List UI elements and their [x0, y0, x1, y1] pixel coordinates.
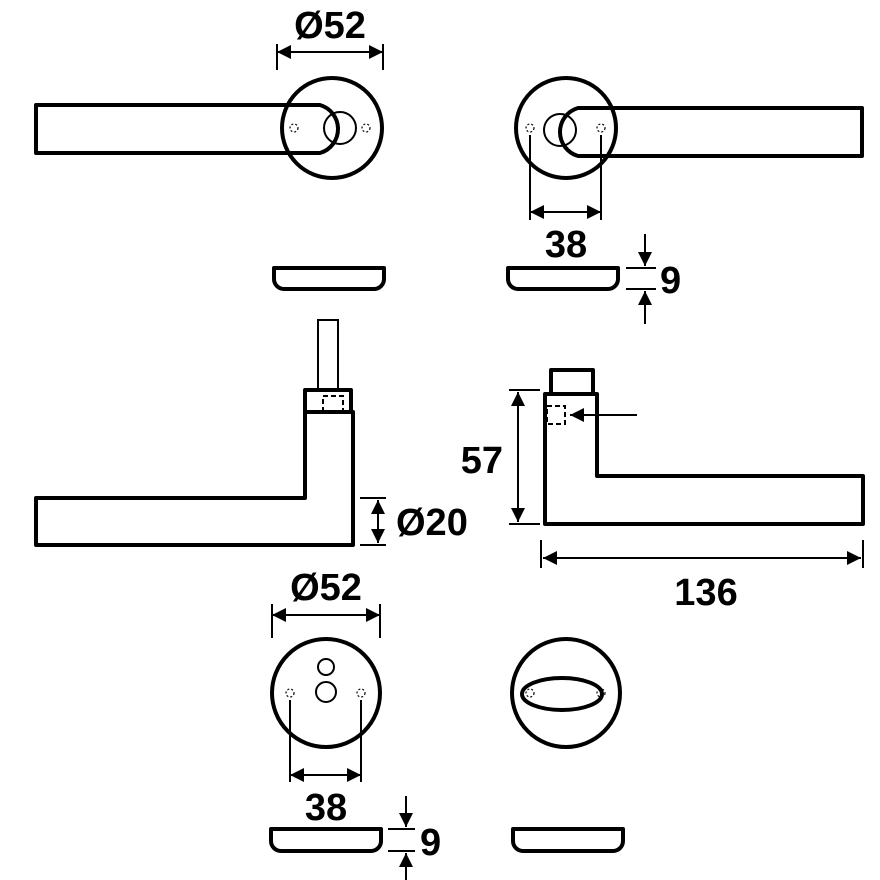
lever-side-right: [543, 368, 865, 526]
rose-profile-top-left: [272, 266, 386, 291]
rose-profile-bottom-left: [269, 827, 383, 853]
screw-hole-icon: [596, 123, 606, 133]
lever-front-left: [34, 76, 384, 180]
dimension-lever-height: 57: [461, 389, 540, 525]
dimension-bottom-rose-thickness: 9: [388, 796, 441, 880]
screw-hole-icon: [525, 688, 535, 698]
lever-front-right: [514, 76, 864, 180]
keyhole-rose: [270, 637, 382, 749]
lever-side-left: [34, 319, 355, 547]
dimension-label: 136: [674, 572, 737, 614]
rose-profile-bottom-right: [511, 827, 625, 853]
rose-profile-top-right: [506, 266, 620, 291]
dimension-label: Ø20: [396, 502, 468, 544]
dimension-bottom-rose-diameter: Ø52: [271, 567, 381, 638]
dimension-label: 38: [545, 224, 587, 266]
screw-hole-icon: [356, 688, 366, 698]
screw-hole-icon: [289, 123, 299, 133]
screw-hole-icon: [361, 123, 371, 133]
dimension-label: 57: [461, 440, 503, 482]
screw-hole-icon: [285, 688, 295, 698]
screw-hole-icon: [525, 123, 535, 133]
dimension-label: 9: [660, 260, 681, 302]
dimension-label: 38: [305, 787, 347, 829]
dimension-bottom-screw-spacing: 38: [289, 700, 362, 829]
dimension-lever-length: 136: [540, 540, 864, 614]
screw-hole-icon: [596, 688, 606, 698]
dimension-top-screw-spacing: 38: [529, 135, 602, 266]
dimension-label: 9: [420, 822, 441, 864]
dimension-top-rose-thickness: 9: [626, 234, 681, 324]
slot-icon: [520, 676, 604, 712]
dimension-lever-diameter: Ø20: [360, 497, 468, 546]
privacy-rose: [510, 637, 622, 749]
dimension-label: Ø52: [294, 5, 366, 47]
dimension-label: Ø52: [290, 567, 362, 609]
keyhole-icon: [317, 658, 335, 676]
dimension-top-rose-diameter: Ø52: [276, 5, 384, 70]
